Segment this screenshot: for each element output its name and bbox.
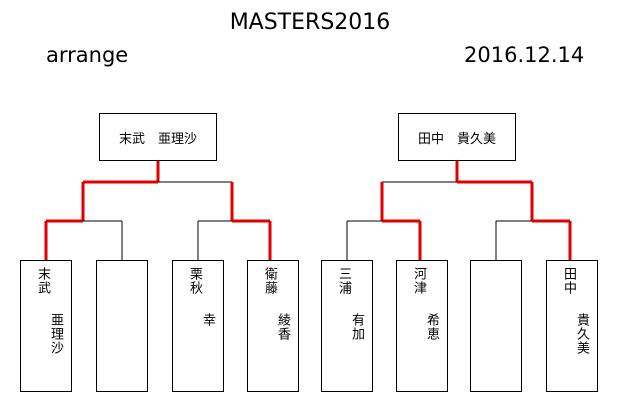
player-given-name: 貴久美 [574,313,589,355]
player-given-name: 亜理沙 [48,313,63,355]
player-family-name: 田中 [561,267,576,295]
player-box [470,260,522,392]
player-box: 栗秋 幸 [172,260,224,392]
player-box: 田中 貴久美 [546,260,598,392]
winner-box-left: 末武 亜理沙 [99,113,217,161]
player-box [96,260,148,392]
player-given-name: 綾香 [275,313,290,341]
player-family-name: 三浦 [336,267,351,295]
player-family-name: 末武 [35,267,50,295]
player-box: 三浦 有加 [321,260,373,392]
player-given-name: 希恵 [424,313,439,341]
winner-name: 末武 亜理沙 [118,131,197,147]
player-box: 末武 亜理沙 [20,260,72,392]
player-given-name: 幸 [200,313,215,327]
player-family-name: 衛藤 [262,267,277,295]
player-box: 衛藤 綾香 [247,260,299,392]
winner-name: 田中 貴久美 [417,131,496,147]
subtitle: arrange [46,43,129,67]
player-box: 河津 希恵 [396,260,448,392]
player-given-name: 有加 [349,313,364,341]
page-title: MASTERS2016 [229,10,391,35]
event-date: 2016.12.14 [464,43,585,67]
player-family-name: 栗秋 [187,267,202,295]
winner-box-right: 田中 貴久美 [398,113,516,161]
player-family-name: 河津 [411,267,426,295]
